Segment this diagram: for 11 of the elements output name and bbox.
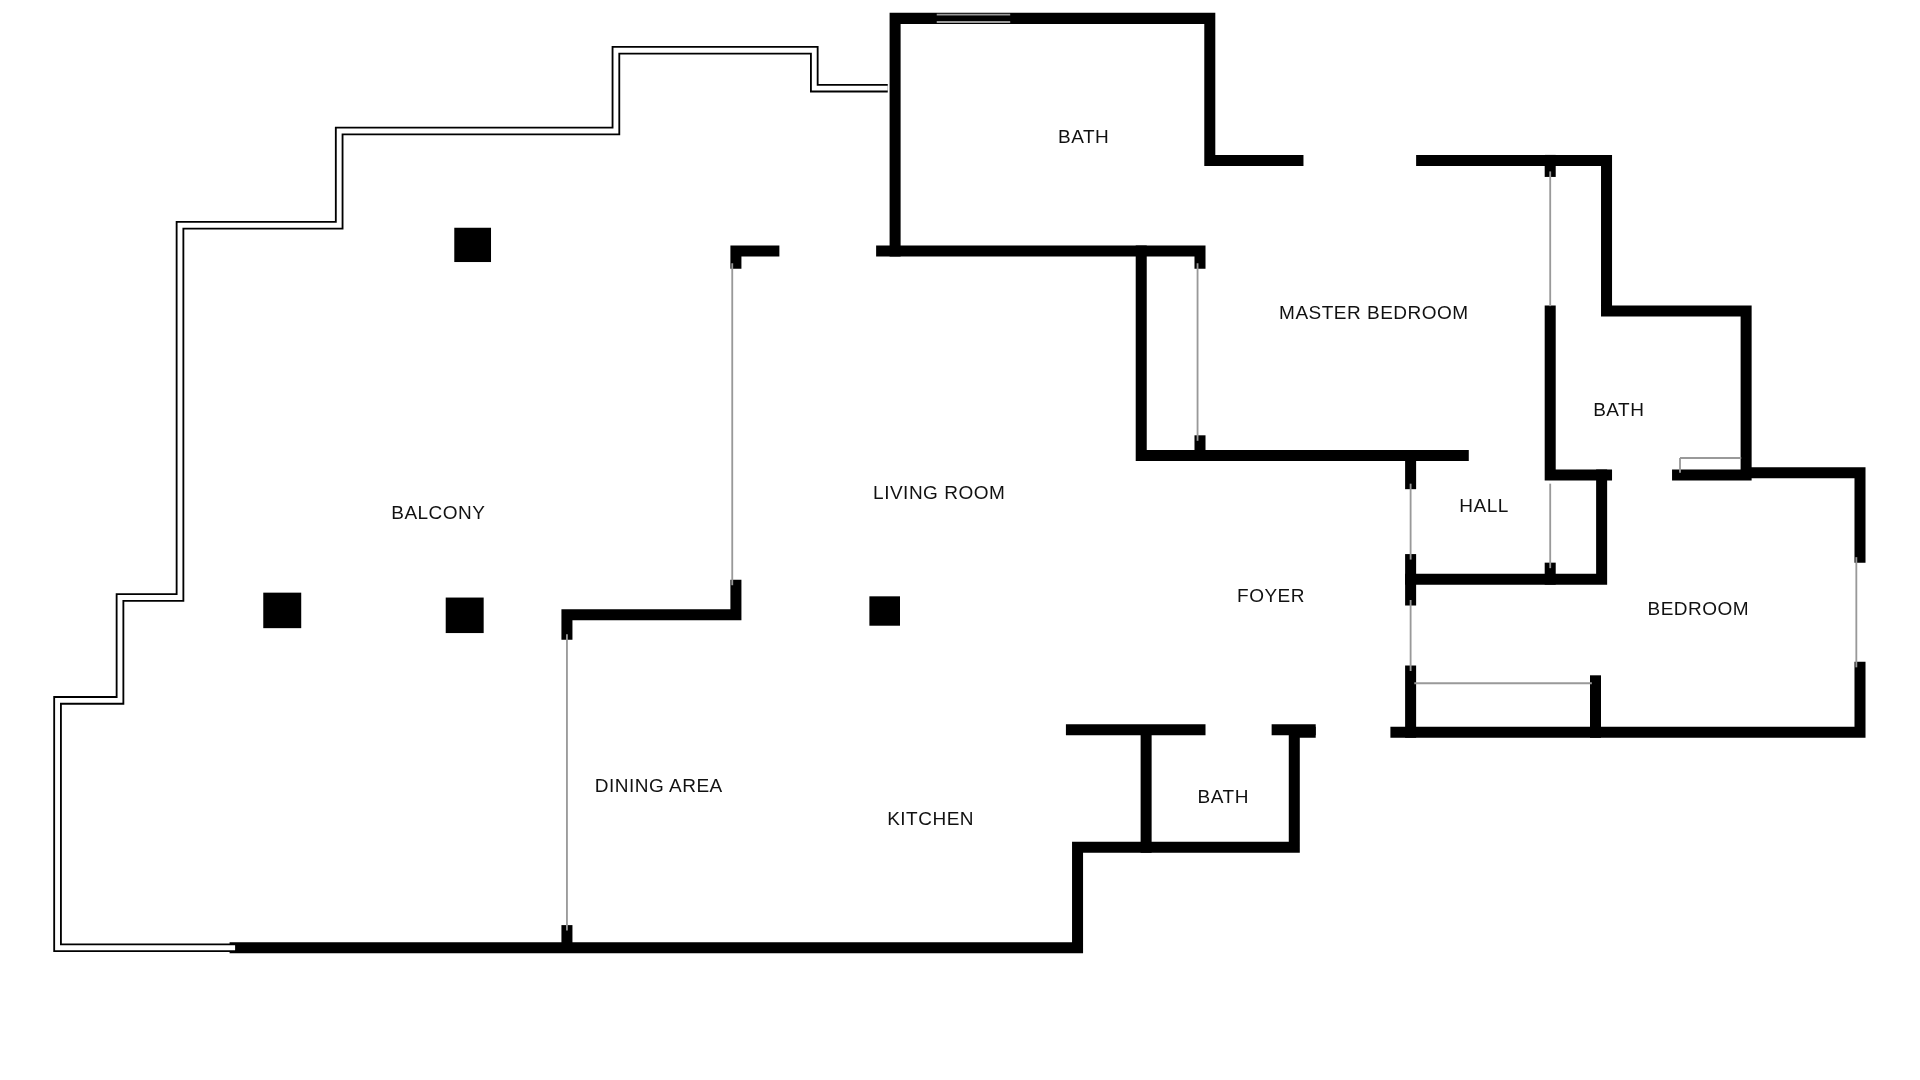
- room-label: MASTER BEDROOM: [1279, 302, 1469, 325]
- room-label: LIVING ROOM: [873, 482, 1006, 505]
- room-label: FOYER: [1237, 585, 1305, 608]
- room-label: BEDROOM: [1647, 597, 1750, 620]
- room-label: DINING AREA: [594, 775, 723, 798]
- room-label: HALL: [1459, 494, 1509, 517]
- room-label: KITCHEN: [887, 808, 975, 831]
- room-label: BATH: [1593, 399, 1645, 422]
- room-label: BATH: [1058, 126, 1110, 149]
- room-label: BALCONY: [391, 502, 486, 525]
- room-label: BATH: [1197, 786, 1249, 809]
